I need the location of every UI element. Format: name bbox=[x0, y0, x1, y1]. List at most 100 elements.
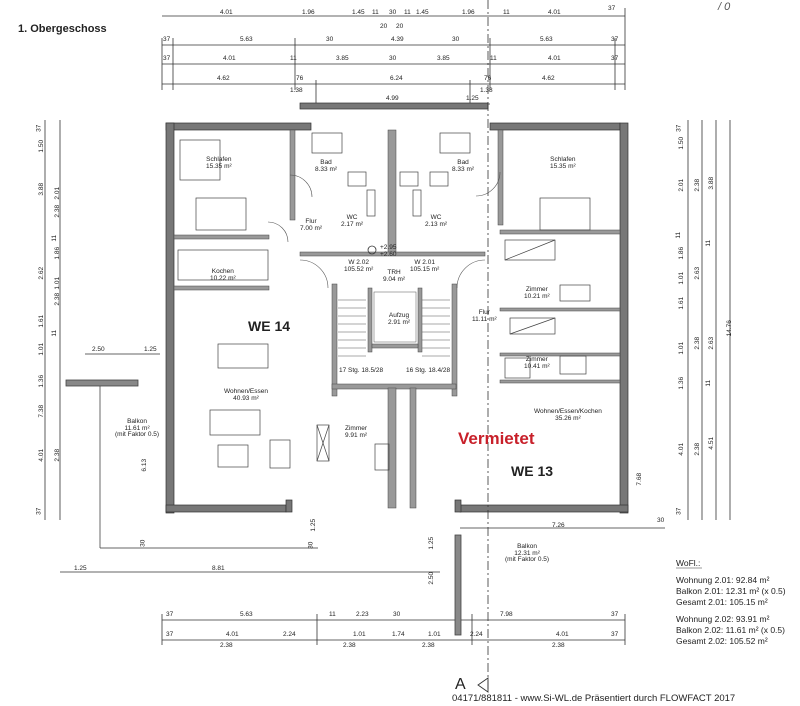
dim-label: 37 bbox=[35, 124, 43, 132]
level-label: +2.60 bbox=[380, 251, 397, 258]
dim-label: 4.62 bbox=[542, 75, 555, 82]
dim-label: 6.13 bbox=[141, 458, 149, 472]
dim-label: 2.38 bbox=[694, 336, 702, 350]
dim-label: 1.01 bbox=[54, 276, 62, 290]
outer-walls bbox=[165, 102, 629, 514]
dim-label: 4.01 bbox=[678, 442, 686, 456]
dim-label: 11 bbox=[675, 231, 683, 239]
dim-label: 7.68 bbox=[636, 472, 644, 486]
dim-label: 11 bbox=[329, 611, 336, 618]
wofl-line: Balkon 2.01: 12.31 m² (x 0.5) bbox=[676, 586, 786, 596]
dim-label: 1.38 bbox=[480, 87, 493, 94]
dim-label: 2.50 bbox=[428, 571, 436, 585]
dim-label: 4.99 bbox=[386, 95, 399, 102]
dim-label: 1.01 bbox=[428, 631, 441, 638]
sheet-title: 1. Obergeschoss bbox=[18, 23, 107, 35]
dim-label: 2.38 bbox=[54, 292, 62, 306]
dim-label: 3.88 bbox=[38, 182, 46, 196]
wofl-line: Wohnung 2.01: 92.84 m² bbox=[676, 575, 770, 585]
dim-label: 30 bbox=[452, 36, 460, 43]
dim-label: 5.63 bbox=[540, 36, 553, 43]
level-label: +2.95 bbox=[380, 244, 397, 251]
dim-label: 2.38 bbox=[552, 642, 565, 649]
dim-label: 37 bbox=[163, 36, 171, 43]
dim-label: 4.39 bbox=[391, 36, 404, 43]
dim-label: 1.25 bbox=[74, 565, 87, 572]
dim-label: 1.96 bbox=[302, 9, 315, 16]
dim-label: 37 bbox=[611, 36, 619, 43]
dim-label: 2.24 bbox=[283, 631, 296, 638]
interior-walls bbox=[173, 129, 621, 509]
dim-label: 1.74 bbox=[392, 631, 405, 638]
dim-label: 4.01 bbox=[223, 55, 236, 62]
stair-label: 17 Stg. 18.5/28 bbox=[339, 367, 384, 374]
side-dimension-lines bbox=[44, 120, 731, 520]
dim-label: 1.50 bbox=[38, 139, 46, 153]
dim-label: 11 bbox=[51, 329, 59, 337]
dim-label: 1.38 bbox=[290, 87, 303, 94]
dim-label: 1.86 bbox=[678, 246, 686, 260]
bottom-dimension-lines bbox=[60, 353, 665, 645]
dim-label: 30 bbox=[307, 541, 315, 549]
dim-label: 30 bbox=[389, 55, 397, 62]
dim-label: 7.38 bbox=[38, 404, 46, 418]
stair-label: 16 Stg. 18.4/28 bbox=[406, 367, 451, 374]
dim-label: 37 bbox=[608, 5, 616, 12]
dim-label: 20 bbox=[396, 23, 404, 30]
dim-label: 4.01 bbox=[38, 448, 46, 462]
dim-label: 2.01 bbox=[678, 178, 686, 192]
dim-label: 4.01 bbox=[226, 631, 239, 638]
dim-label: 37 bbox=[35, 507, 43, 515]
dim-label: 2.38 bbox=[343, 642, 356, 649]
dim-label: 1.25 bbox=[144, 346, 157, 353]
dim-label: 11 bbox=[503, 9, 510, 16]
dim-label: 20 bbox=[380, 23, 388, 30]
dim-label: 30 bbox=[657, 517, 665, 524]
status-stamp: Vermietet bbox=[458, 429, 535, 448]
dim-label: 1.25 bbox=[466, 95, 479, 102]
dim-label: 1.61 bbox=[678, 296, 686, 310]
dim-label: 3.85 bbox=[437, 55, 450, 62]
dim-label: 2.63 bbox=[694, 266, 702, 280]
unit-label-we14: WE 14 bbox=[248, 318, 291, 334]
corner-mark: / 0 bbox=[718, 1, 731, 13]
dim-label: 1.36 bbox=[678, 376, 686, 390]
dim-label: 1.25 bbox=[310, 518, 318, 532]
dim-label: 37 bbox=[166, 631, 174, 638]
dim-label: 1.50 bbox=[678, 136, 686, 150]
dim-label: 4.01 bbox=[548, 9, 561, 16]
footer-credit: 04171/881811 - www.Si-WL.de Präsentiert … bbox=[452, 693, 736, 704]
furniture bbox=[177, 132, 591, 471]
dim-label: 37 bbox=[611, 55, 619, 62]
door-swings bbox=[267, 171, 501, 289]
dim-label: 37 bbox=[675, 124, 683, 132]
dim-label: 4.01 bbox=[548, 55, 561, 62]
dim-label: 2.38 bbox=[694, 178, 702, 192]
dim-label: 7.98 bbox=[500, 611, 513, 618]
dim-label: 1.61 bbox=[38, 314, 46, 328]
dim-label: 1.01 bbox=[678, 271, 686, 285]
dim-label: 76 bbox=[296, 75, 304, 82]
wofl-title: WoFl.: bbox=[676, 558, 701, 568]
dim-label: 11 bbox=[290, 55, 297, 62]
section-arrow-icon bbox=[477, 677, 489, 693]
dim-label: 11 bbox=[705, 379, 713, 387]
dim-label: 4.51 bbox=[708, 436, 716, 450]
dim-label: 2.38 bbox=[54, 204, 62, 218]
dim-label: 1.45 bbox=[352, 9, 365, 16]
dim-label: 8.81 bbox=[212, 565, 225, 572]
